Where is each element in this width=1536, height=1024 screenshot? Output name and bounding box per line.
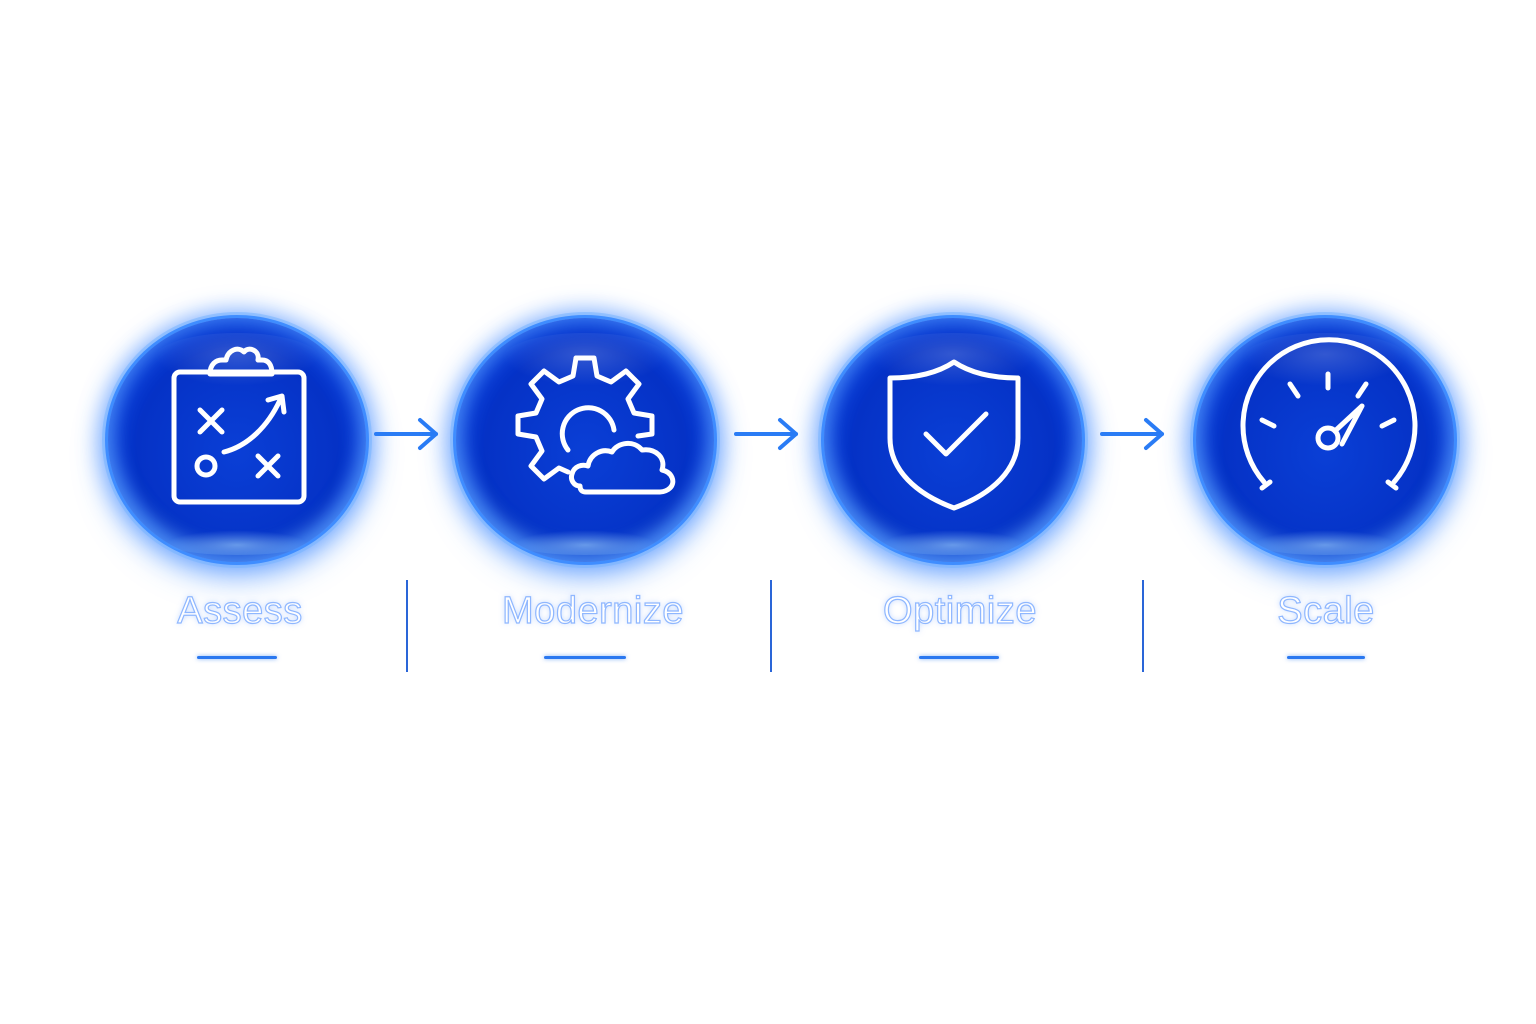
gear-cloud-icon	[515, 355, 676, 495]
step-label-assess: Assess	[177, 589, 303, 632]
arrow-right-icon	[734, 418, 798, 450]
step-label-optimize: Optimize	[882, 589, 1037, 632]
step-scale-orb	[1196, 318, 1454, 562]
step-underline-assess	[197, 656, 277, 659]
step-underline-optimize	[919, 656, 999, 659]
step-divider	[1142, 580, 1144, 672]
step-divider	[770, 580, 772, 672]
step-modernize-orb	[456, 318, 714, 562]
step-underline-scale	[1287, 656, 1365, 659]
speedometer-icon	[1240, 337, 1418, 491]
step-divider	[406, 580, 408, 672]
strategy-clipboard-icon	[171, 346, 307, 505]
arrow-right-icon	[374, 418, 438, 450]
step-label-modernize: Modernize	[501, 589, 684, 632]
arrow-right-icon	[1100, 418, 1164, 450]
step-optimize-orb	[824, 318, 1082, 562]
step-underline-modernize	[544, 656, 626, 659]
step-assess-orb	[108, 318, 366, 562]
step-label-scale: Scale	[1277, 589, 1375, 632]
shield-check-icon	[887, 359, 1021, 511]
